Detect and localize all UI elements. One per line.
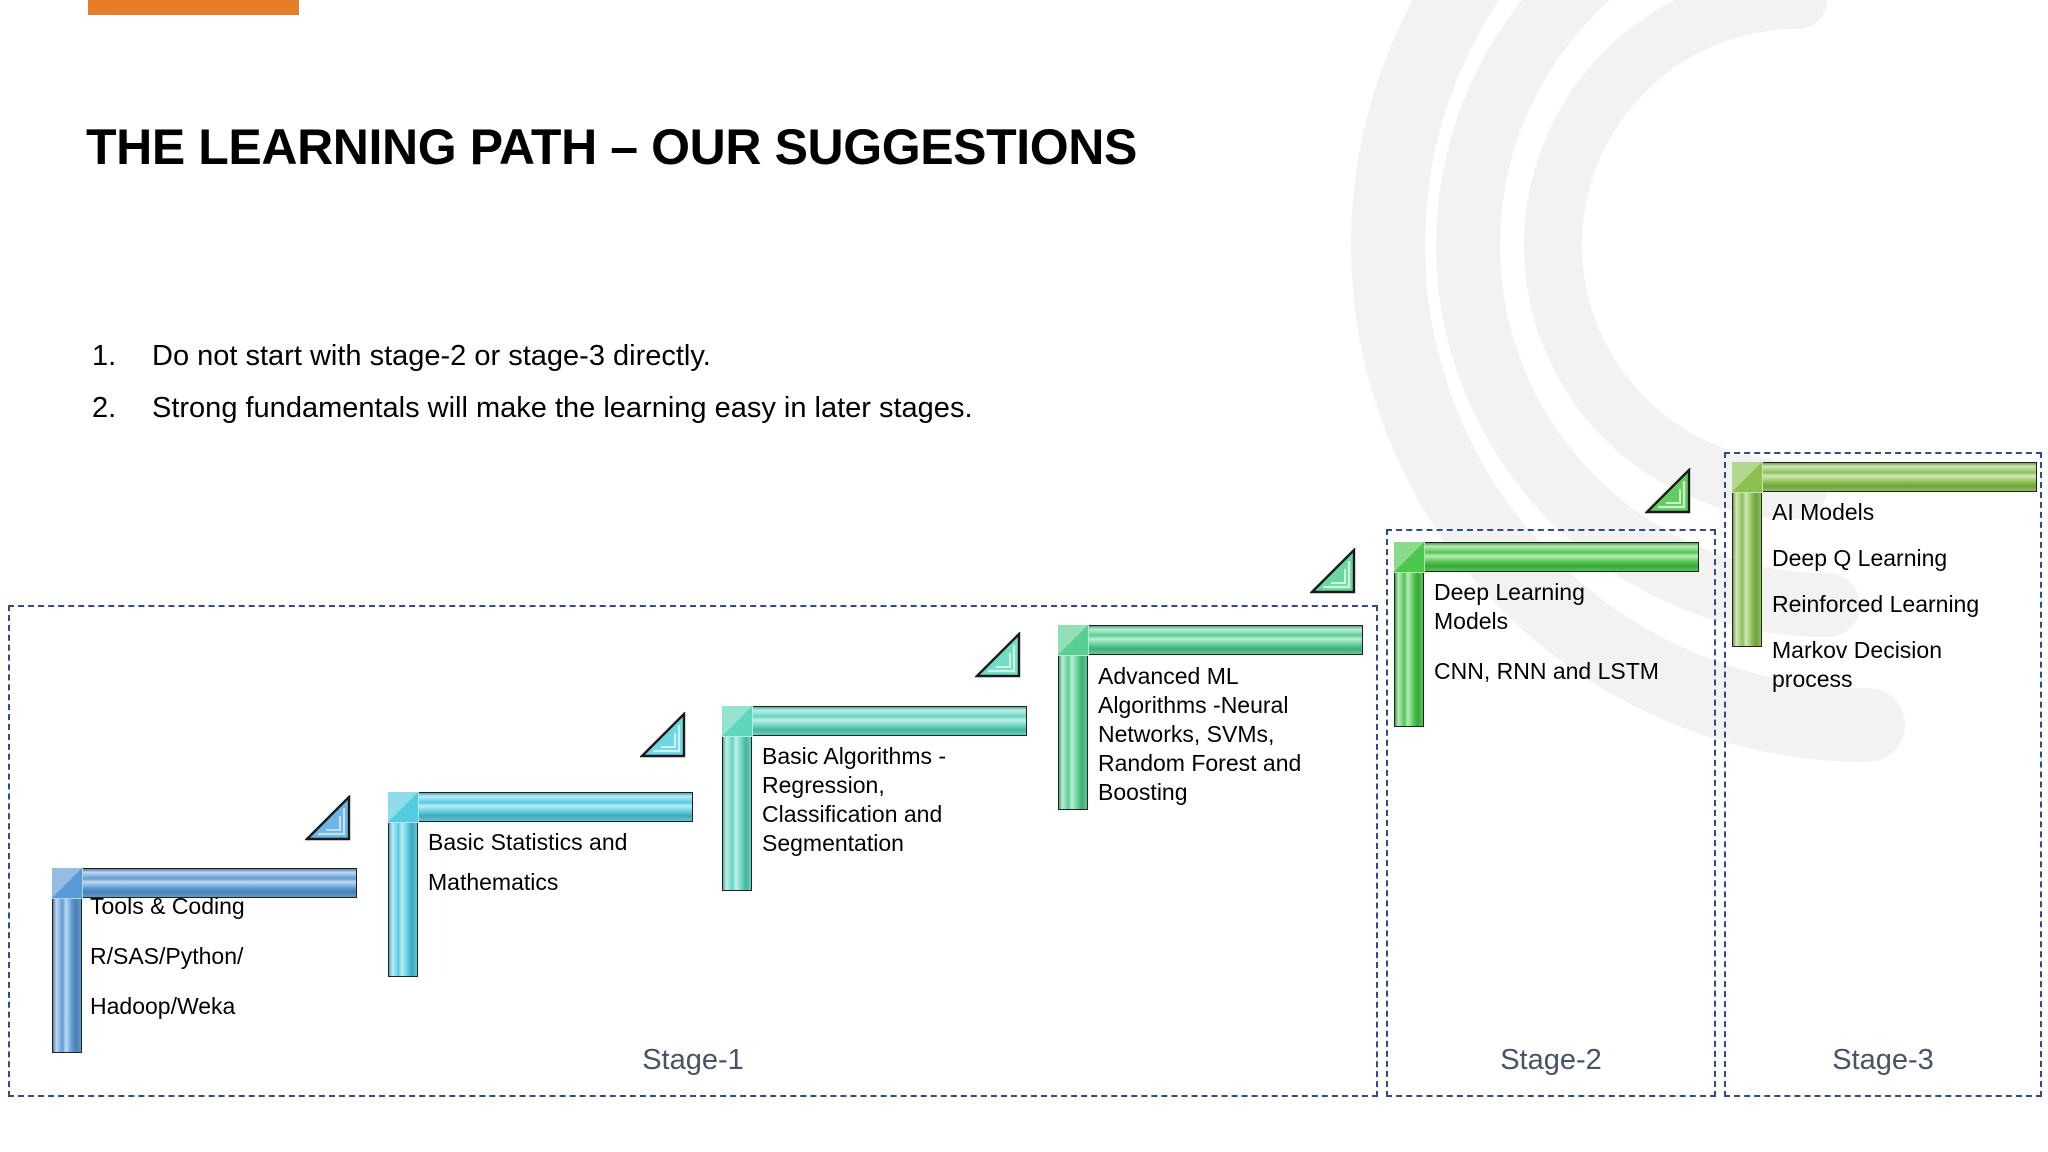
step-4-line-5: Boosting [1098, 779, 1188, 805]
step-6-text: AI Models Deep Q Learning Reinforced Lea… [1772, 498, 2038, 694]
step-1-text: Tools & Coding R/SAS/Python/ Hadoop/Weka [90, 892, 340, 1042]
step-4-line-1: Advanced ML [1098, 663, 1239, 689]
step-4-arrow-icon [1310, 548, 1356, 594]
step-3-text: Basic Algorithms - Regression, Classific… [762, 742, 1002, 858]
step-1-line-1: Tools & Coding [90, 893, 245, 919]
step-5-arrow-icon [1645, 468, 1691, 514]
step-5-bracket-arm-horizontal [1394, 542, 1699, 572]
step-4-line-3: Networks, SVMs, [1098, 721, 1275, 747]
step-2-line-2: Mathematics [428, 869, 559, 895]
step-6-bracket-corner [1732, 462, 1763, 493]
step-5-line-1: Deep Learning [1434, 579, 1585, 605]
step-2-line-1: Basic Statistics and [428, 829, 628, 855]
step-3-bracket-arm-horizontal [722, 706, 1027, 736]
step-3-bracket-corner [722, 706, 753, 737]
step-1-line-3: Hadoop/Weka [90, 993, 236, 1019]
step-1-bracket-arm-vertical [52, 868, 82, 1053]
step-3-arrow-icon [975, 632, 1021, 678]
step-2-arrow-icon [640, 712, 686, 758]
stage-container-2: Stage-2 [1386, 529, 1716, 1097]
step-3-line-1: Basic Algorithms - [762, 743, 947, 769]
bullet-list: 1. Do not start with stage-2 or stage-3 … [92, 330, 1392, 434]
step-2-bracket-arm-horizontal [388, 792, 693, 822]
stage-container-1: Stage-1 [8, 605, 1378, 1097]
stage-label-3: Stage-3 [1832, 1044, 1934, 1076]
step-4-text: Advanced ML Algorithms -Neural Networks,… [1098, 662, 1348, 807]
step-2-bracket-corner [388, 792, 419, 823]
step-6-line-3: Reinforced Learning [1772, 591, 1980, 617]
step-6-line-2: Deep Q Learning [1772, 545, 1948, 571]
step-1-bracket-corner [52, 868, 83, 899]
step-4-line-4: Random Forest and [1098, 750, 1302, 776]
step-4-bracket-corner [1058, 625, 1089, 656]
step-6-bracket-arm-vertical [1732, 462, 1762, 647]
step-3-line-4: Segmentation [762, 830, 904, 856]
list-item-text: Do not start with stage-2 or stage-3 dir… [152, 340, 711, 372]
step-3-line-3: Classification and [762, 801, 943, 827]
step-5-line-2: Models [1434, 608, 1509, 634]
step-4-bracket-arm-horizontal [1058, 625, 1363, 655]
stage-container-3: Stage-3 [1724, 452, 2042, 1097]
step-6-line-4: Markov Decision [1772, 637, 1942, 663]
list-item-text: Strong fundamentals will make the learni… [152, 392, 973, 424]
page-title: THE LEARNING PATH – OUR SUGGESTIONS [86, 119, 1137, 175]
step-5-text: Deep Learning Models CNN, RNN and LSTM [1434, 578, 1699, 686]
list-item: 2. Strong fundamentals will make the lea… [92, 382, 1392, 434]
step-6-bracket-arm-horizontal [1732, 462, 2037, 492]
step-5-bracket-arm-vertical [1394, 542, 1424, 727]
step-5-bracket-corner [1394, 542, 1425, 573]
step-1-arrow-icon [305, 795, 351, 841]
stage-label-2: Stage-2 [1500, 1044, 1602, 1076]
stage-label-1: Stage-1 [642, 1044, 744, 1076]
list-item-number: 2. [92, 392, 117, 424]
step-6-line-5: process [1772, 666, 1853, 692]
list-item-number: 1. [92, 340, 117, 372]
step-1-bracket-arm-horizontal [52, 868, 357, 898]
step-5-line-3: CNN, RNN and LSTM [1434, 658, 1659, 684]
list-item: 1. Do not start with stage-2 or stage-3 … [92, 330, 1392, 382]
step-6-line-1: AI Models [1772, 499, 1875, 525]
accent-bar [88, 0, 299, 15]
step-2-bracket-arm-vertical [388, 792, 418, 977]
step-4-bracket-arm-vertical [1058, 625, 1088, 810]
step-1-line-2: R/SAS/Python/ [90, 943, 244, 969]
step-3-line-2: Regression, [762, 772, 885, 798]
step-4-line-2: Algorithms -Neural [1098, 692, 1289, 718]
step-2-text: Basic Statistics and Mathematics [428, 828, 698, 908]
